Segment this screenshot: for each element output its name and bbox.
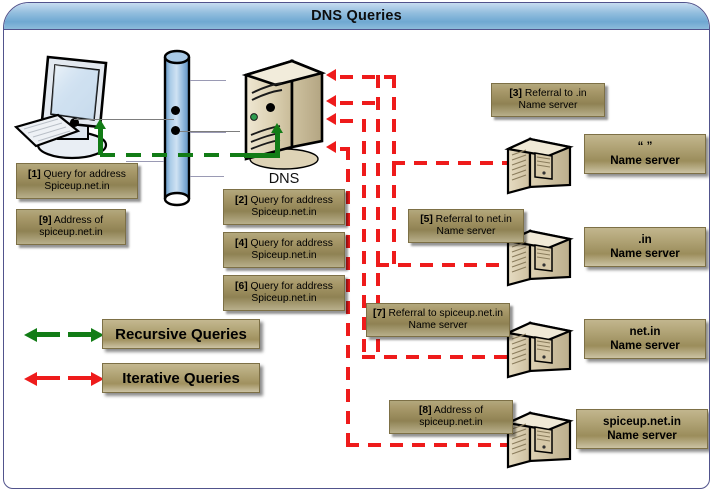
step-6-line2: Spiceup.net.in [251,293,317,304]
backbone-connector-2 [190,132,226,133]
step-8-label: [8] Address of spiceup.net.in [389,400,513,434]
recursive-arrow-client-head [94,119,106,129]
network-backbone [160,49,194,209]
spiceup-name-server-label: spiceup.net.in Name server [576,409,708,449]
step-3-label: [3] Referral to .in Name server [491,83,605,117]
step-7-line1: [7] Referral to spiceup.net.in [373,307,503,319]
step-4-line1: [4] Query for address [235,237,333,249]
backbone-connector-3 [126,161,164,162]
dns-server-caption: DNS [268,171,300,187]
iterative-route-h-top-2 [340,101,380,105]
dns-inbound-arrow-1 [326,69,336,81]
backbone-connector-4 [190,176,224,177]
step-9-line2: spiceup.net.in [39,227,103,238]
iterative-trunk-lane-1 [392,75,396,265]
in-name-server-domain: .in [638,233,652,246]
iterative-trunk-lane-4 [346,147,350,447]
legend-recursive-left-stem [36,332,60,337]
backbone-connector-1 [190,80,226,81]
dns-inbound-arrow-2 [326,95,336,107]
step-1-line1: [1] Query for address [28,168,126,180]
step-4-label: [4] Query for address Spiceup.net.in [223,232,345,268]
backbone-to-dns-line [180,131,240,132]
dns-inbound-arrow-4 [326,141,336,153]
iterative-trunk-lane-2 [376,75,380,357]
step-7-label: [7] Referral to spiceup.net.in Name serv… [366,303,510,337]
legend-iterative-right-arrowhead [91,372,104,386]
title-bar: DNS Queries [4,3,709,30]
legend-iterative-label: Iterative Queries [122,369,240,387]
iterative-branch-spiceup [346,443,516,447]
root-name-server-icon [504,135,578,197]
step-7-line2: Name server [408,320,468,331]
root-name-server-label: “ ” Name server [584,134,706,174]
backbone-dot-lower [171,126,180,135]
recursive-arrow-dns-stem [275,131,280,157]
client-workstation [13,49,134,160]
spiceup-name-server-domain: spiceup.net.in [603,415,681,428]
step-5-line2: Name server [436,226,496,237]
diagram-canvas: DNS [4,31,709,488]
netin-name-server-label: net.in Name server [584,319,706,359]
iterative-trunk-lane-3 [362,119,366,357]
step-1-label: [1] Query for address Spiceup.net.in [16,163,138,199]
recursive-query-dashed-line [100,153,252,157]
step-5-label: [5] Referral to net.in Name server [408,209,524,243]
step-3-line2: Name server [518,100,578,111]
legend-iterative-left-arrowhead [24,372,37,386]
iterative-branch-netin [362,355,516,359]
in-name-server-label: .in Name server [584,227,706,267]
step-1-line2: Spiceup.net.in [44,181,110,192]
dns-queries-diagram: DNS Queries [3,2,710,489]
legend-recursive-label: Recursive Queries [115,325,247,343]
step-3-line1: [3] Referral to .in [509,87,587,99]
iterative-branch-in [376,263,516,267]
legend-iterative-right-stem [68,376,92,380]
client-link-dot [70,118,79,127]
netin-name-server-domain: net.in [629,325,661,338]
page-title: DNS Queries [311,8,402,24]
recursive-arrow-client-stem [98,127,103,155]
legend-recursive-left-arrowhead [24,328,37,342]
step-6-line1: [6] Query for address [235,280,333,292]
step-8-line1: [8] Address of [418,404,484,416]
recursive-arrow-dns-head [271,123,283,133]
in-name-server-role: Name server [610,247,680,260]
iterative-branch-root [392,161,516,165]
backbone-dot-upper [171,106,180,115]
root-name-server-domain: “ ” [637,140,653,153]
step-2-line1: [2] Query for address [235,194,333,206]
dns-inbound-arrow-3 [326,113,336,125]
client-to-backbone-line [74,119,174,120]
step-9-line1: [9] Address of [38,214,104,226]
iterative-route-h-top-1 [340,75,396,79]
dns-link-dot [266,103,275,112]
iterative-route-h-top-4 [340,147,350,151]
step-9-label: [9] Address of spiceup.net.in [16,209,126,245]
legend-recursive-right-stem [68,332,92,337]
step-5-line1: [5] Referral to net.in [420,213,512,225]
legend-iterative-queries: Iterative Queries [102,363,260,393]
spiceup-name-server-role: Name server [607,429,677,442]
spiceup-name-server-icon [504,409,578,471]
step-8-line2: spiceup.net.in [419,417,483,428]
legend-recursive-right-arrowhead [91,328,104,342]
step-2-line2: Spiceup.net.in [251,207,317,218]
netin-name-server-role: Name server [610,339,680,352]
step-2-label: [2] Query for address Spiceup.net.in [223,189,345,225]
iterative-route-h-top-3 [340,119,362,123]
legend-iterative-left-stem [36,376,60,380]
recursive-arrow-dns-base [244,153,280,158]
netin-name-server-icon [504,319,578,381]
legend-recursive-queries: Recursive Queries [102,319,260,349]
step-6-label: [6] Query for address Spiceup.net.in [223,275,345,311]
step-4-line2: Spiceup.net.in [251,250,317,261]
root-name-server-role: Name server [610,154,680,167]
